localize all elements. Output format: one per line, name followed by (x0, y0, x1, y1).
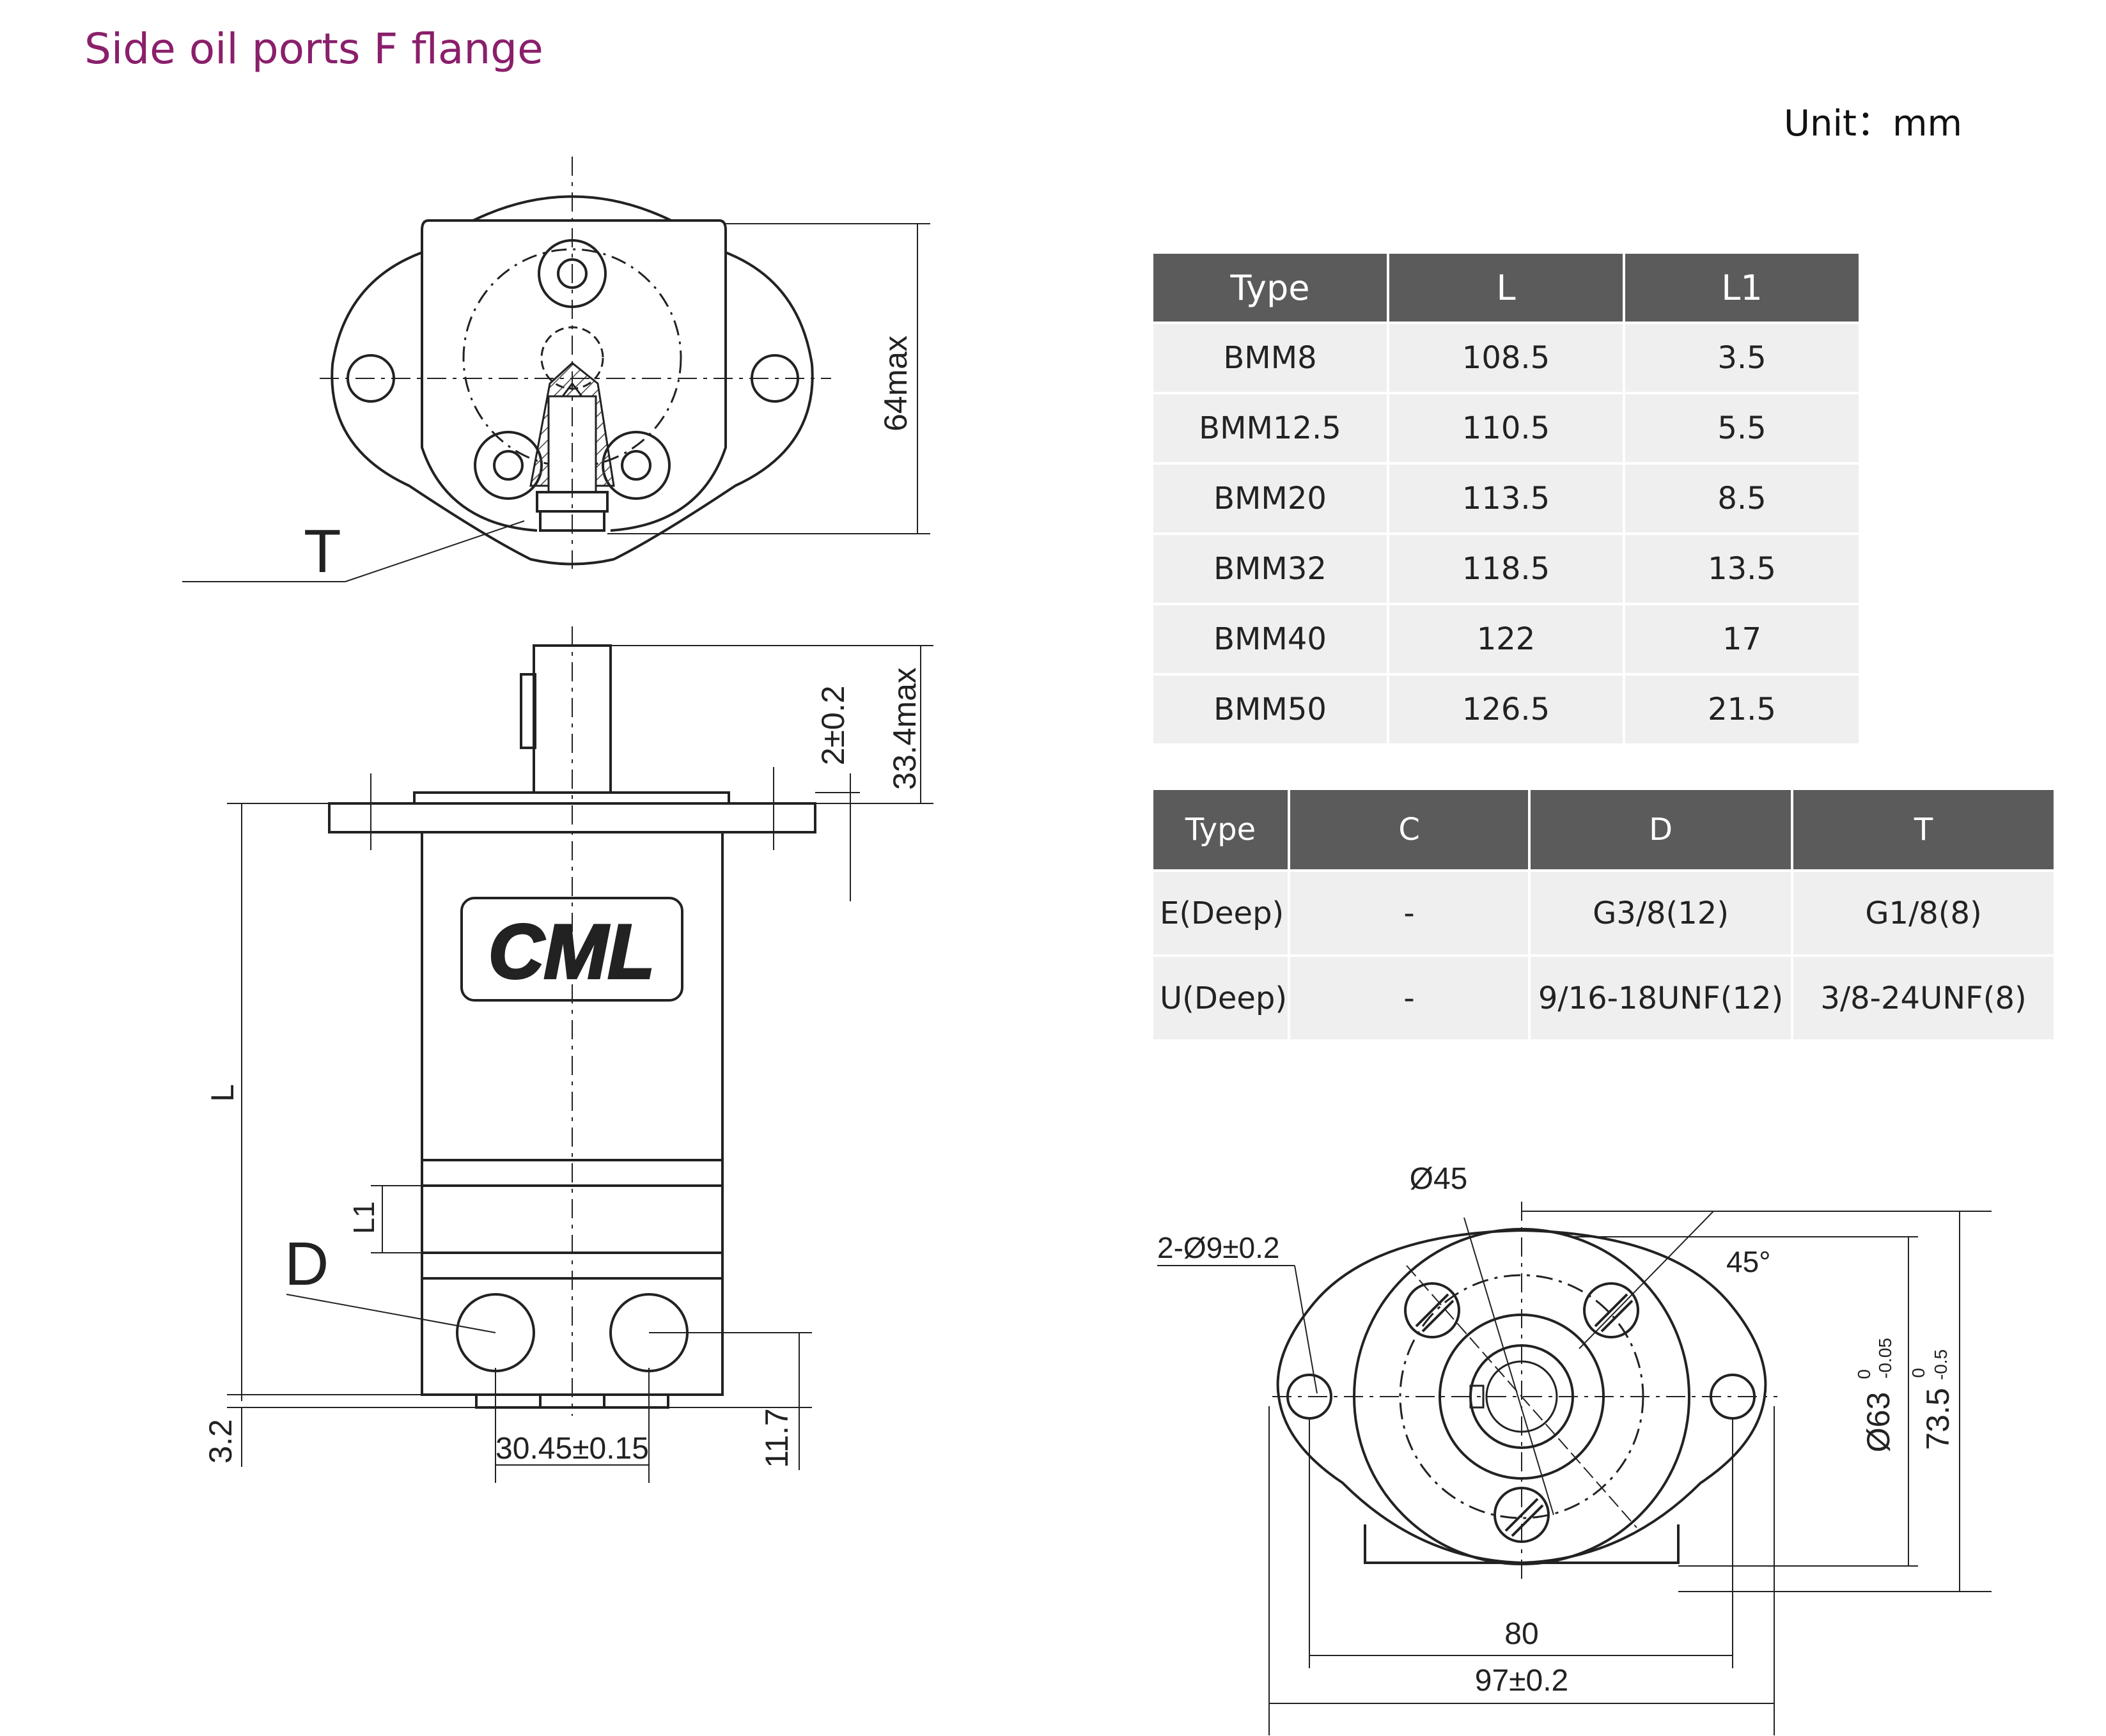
cell-l: 110.5 (1389, 394, 1623, 462)
dim-3-2: 3.2 (203, 1419, 238, 1464)
dim-80: 80 (1504, 1617, 1538, 1651)
table-header-row: Type L L1 (1153, 254, 1859, 322)
dim-45deg: 45° (1726, 1245, 1771, 1278)
column-header-c: C (1290, 790, 1529, 869)
cell-l: 118.5 (1389, 535, 1623, 603)
table-row: BMM40 122 17 (1153, 605, 1859, 673)
dim-l: L (205, 1084, 240, 1102)
port-thread-table: Type C D T E(Deep) - G3/8(12) G1/8(8) U(… (1151, 787, 2056, 1042)
logo-text: CML (488, 909, 655, 995)
dim-holes: 2-Ø9±0.2 (1157, 1231, 1279, 1264)
tol-73-5-lower: -0.5 (1931, 1349, 1951, 1380)
cell-type: E(Deep) (1153, 872, 1288, 954)
table-row: U(Deep) - 9/16-18UNF(12) 3/8-24UNF(8) (1153, 957, 2054, 1039)
cell-c: - (1290, 872, 1529, 954)
cell-type: BMM20 (1153, 465, 1387, 532)
column-header-l: L (1389, 254, 1623, 322)
dim-97: 97±0.2 (1475, 1664, 1568, 1698)
cell-type: BMM50 (1153, 676, 1387, 743)
label-t: T (304, 517, 341, 585)
cell-type: BMM32 (1153, 535, 1387, 603)
side-view (227, 626, 933, 1483)
dim-l1: L1 (347, 1201, 380, 1234)
cell-l1: 5.5 (1625, 394, 1859, 462)
top-view (182, 157, 930, 582)
cell-l1: 21.5 (1625, 676, 1859, 743)
cell-l: 113.5 (1389, 465, 1623, 532)
page-title: Side oil ports F flange (84, 24, 543, 74)
dim-d45: Ø45 (1410, 1162, 1468, 1196)
table-row: BMM50 126.5 21.5 (1153, 676, 1859, 743)
cell-l1: 3.5 (1625, 324, 1859, 392)
table-row: BMM12.5 110.5 5.5 (1153, 394, 1859, 462)
tol-d63-upper: 0 (1854, 1369, 1874, 1379)
cell-l: 108.5 (1389, 324, 1623, 392)
cell-d: 9/16-18UNF(12) (1531, 957, 1791, 1039)
column-header-type: Type (1153, 790, 1288, 869)
tol-73-5-upper: 0 (1908, 1368, 1928, 1378)
table-row: E(Deep) - G3/8(12) G1/8(8) (1153, 872, 2054, 954)
dim-33-4max: 33.4max (887, 667, 923, 790)
column-header-t: T (1793, 790, 2054, 869)
cell-type: BMM12.5 (1153, 394, 1387, 462)
dim-64max: 64max (878, 336, 914, 431)
dim-2: 2±0.2 (815, 686, 851, 766)
cell-l: 122 (1389, 605, 1623, 673)
table-row: BMM32 118.5 13.5 (1153, 535, 1859, 603)
cell-t: 3/8-24UNF(8) (1793, 957, 2054, 1039)
bottom-view (1157, 1202, 1992, 1735)
dim-73-5: 73.5 (1920, 1388, 1956, 1450)
cell-type: BMM8 (1153, 324, 1387, 392)
table-row: BMM8 108.5 3.5 (1153, 324, 1859, 392)
cell-type: U(Deep) (1153, 957, 1288, 1039)
cell-l1: 13.5 (1625, 535, 1859, 603)
cell-t: G1/8(8) (1793, 872, 2054, 954)
cell-c: - (1290, 957, 1529, 1039)
dimension-table-l: Type L L1 BMM8 108.5 3.5 BMM12.5 110.5 5… (1151, 251, 1861, 746)
dim-d63: Ø63 (1860, 1392, 1896, 1453)
column-header-d: D (1531, 790, 1791, 869)
table-header-row: Type C D T (1153, 790, 2054, 869)
cell-l1: 8.5 (1625, 465, 1859, 532)
dim-11-7: 11.7 (759, 1408, 795, 1468)
cell-type: BMM40 (1153, 605, 1387, 673)
cell-l: 126.5 (1389, 676, 1623, 743)
column-header-l1: L1 (1625, 254, 1859, 322)
label-d: D (285, 1230, 329, 1298)
cell-d: G3/8(12) (1531, 872, 1791, 954)
column-header-type: Type (1153, 254, 1387, 322)
dim-30-45: 30.45±0.15 (495, 1432, 649, 1466)
unit-label: Unit：mm (1784, 103, 1963, 144)
tol-d63-lower: -0.05 (1875, 1338, 1895, 1379)
cell-l1: 17 (1625, 605, 1859, 673)
table-row: BMM20 113.5 8.5 (1153, 465, 1859, 532)
